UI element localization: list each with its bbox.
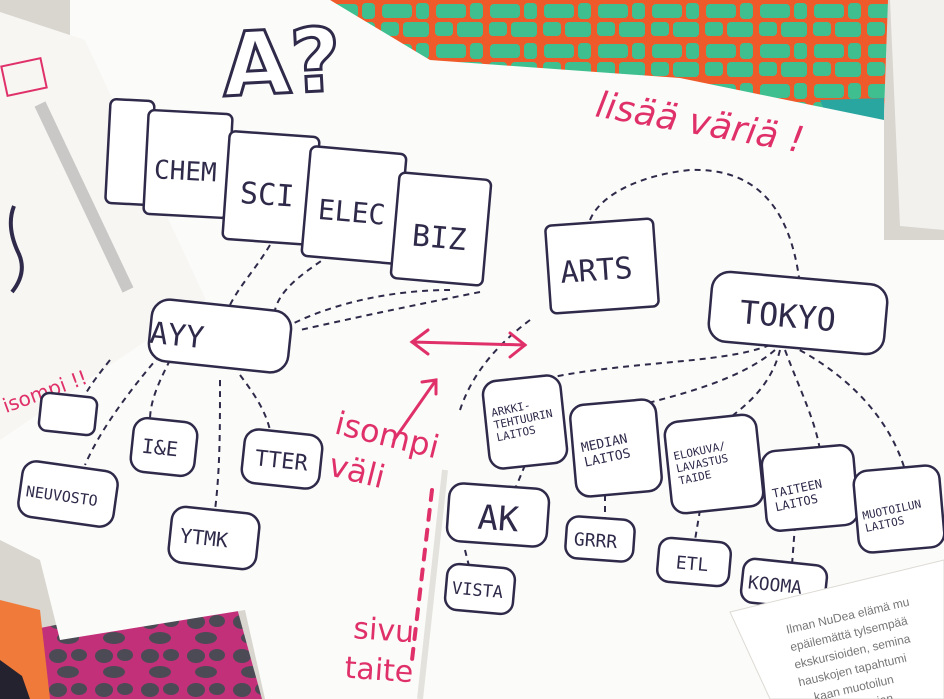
fold-note-line2: taite <box>343 651 414 691</box>
node-label-ytmk: YTMK <box>179 524 229 553</box>
faculty-label-elec: ELEC <box>317 193 387 232</box>
sub-label-grrr: GRRR <box>573 529 618 553</box>
faculty-label-biz: BIZ <box>411 219 468 259</box>
faculty-label-chem: CHEM <box>153 155 217 188</box>
arts-label: ARTS <box>559 251 634 291</box>
fold-note-line1: sivu <box>352 611 415 650</box>
node-label-ie: I&E <box>141 434 179 462</box>
page-title: A? <box>219 8 343 117</box>
hidden-left-box <box>38 392 98 436</box>
hub-label: AYY <box>148 316 206 356</box>
sub-label-etl: ETL <box>675 552 709 576</box>
faculty-label-sci: SCI <box>239 176 295 215</box>
sub-label-ak: AK <box>476 498 520 541</box>
